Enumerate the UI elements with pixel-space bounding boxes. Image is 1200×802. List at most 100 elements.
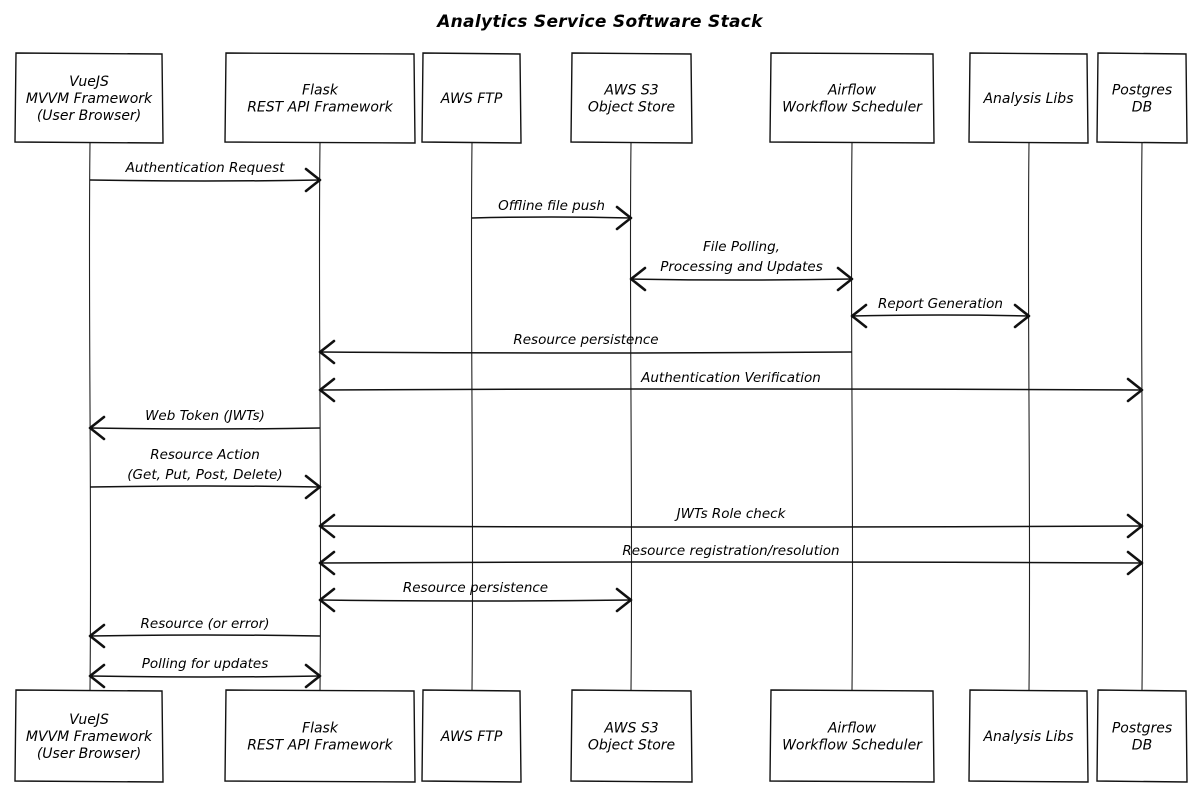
participant-label: VueJS [69, 712, 109, 728]
message-12: Polling for updates [88, 656, 322, 689]
message-6: Web Token (JWTs) [88, 408, 321, 441]
participant-box [14, 689, 164, 783]
participant-box [1096, 52, 1188, 144]
participant-label: AWS FTP [440, 729, 503, 745]
participant-box [968, 689, 1089, 783]
lifeline-ftp [470, 142, 474, 691]
message-line [319, 351, 853, 354]
message-label: Authentication Request [125, 160, 286, 176]
lifeline-pg [1140, 142, 1144, 691]
participant-box [224, 689, 416, 783]
message-label: Authentication Verification [640, 370, 821, 386]
arrow-head [304, 474, 322, 500]
arrow-head [304, 167, 322, 193]
message-label: Web Token (JWTs) [145, 408, 265, 424]
message-line [319, 561, 1143, 564]
participant-box [14, 52, 164, 144]
participant-label: (User Browser) [37, 746, 141, 762]
participant-libs-top: Analysis Libs [968, 52, 1089, 144]
participant-box [769, 689, 935, 783]
arrow-tail-head [318, 550, 336, 576]
arrow-tail-head [318, 587, 336, 613]
message-label: Report Generation [878, 296, 1003, 312]
message-line [89, 634, 321, 637]
participant-label: VueJS [69, 74, 109, 90]
arrow-head [304, 663, 322, 689]
message-11: Resource (or error) [88, 616, 321, 649]
participant-label: Object Store [588, 738, 675, 754]
message-line [89, 675, 321, 678]
message-line [89, 485, 321, 488]
arrow-head [615, 205, 633, 231]
arrow-tail-head [88, 663, 106, 689]
message-label: Polling for updates [142, 656, 269, 672]
participant-label: Analysis Libs [982, 91, 1073, 107]
message-label: (Get, Put, Post, Delete) [127, 467, 282, 483]
participant-libs-bottom: Analysis Libs [968, 689, 1089, 783]
arrow-tail-head [318, 513, 336, 539]
participant-label: Workflow Scheduler [782, 100, 923, 116]
participant-label: Airflow [827, 721, 877, 737]
participant-label: MVVM Framework [26, 729, 153, 745]
arrow-head [1126, 377, 1144, 403]
participant-ftp-top: AWS FTP [421, 52, 522, 144]
message-10: Resource persistence [318, 580, 633, 613]
arrow-head [1126, 513, 1144, 539]
arrow-head [318, 339, 336, 365]
message-line [851, 314, 1030, 317]
message-label: Resource registration/resolution [622, 543, 839, 559]
lifeline-flask [318, 142, 322, 691]
arrow-head [836, 266, 854, 292]
participant-label: DB [1132, 738, 1152, 754]
message-line [319, 599, 632, 602]
message-5: Authentication Verification [318, 370, 1144, 403]
message-label: Processing and Updates [660, 259, 823, 275]
lifeline-airflow [850, 142, 854, 691]
participant-label: AWS FTP [440, 91, 503, 107]
arrow-tail-head [629, 266, 647, 292]
participant-label: Postgres [1112, 83, 1172, 99]
participant-ftp-bottom: AWS FTP [421, 689, 522, 783]
message-3: Report Generation [850, 296, 1031, 329]
participant-box [769, 52, 935, 144]
message-1: Offline file push [471, 198, 633, 231]
participant-label: Flask [302, 83, 339, 99]
message-label: Resource persistence [403, 580, 548, 596]
participant-label: AWS S3 [603, 721, 658, 737]
message-line [89, 427, 321, 430]
participant-label: DB [1132, 100, 1152, 116]
message-7: Resource Action (Get, Put, Post, Delete) [89, 447, 322, 500]
arrow-tail-head [318, 377, 336, 403]
arrow-head [88, 415, 106, 441]
message-label: Offline file push [498, 198, 605, 214]
participant-box [421, 52, 522, 144]
arrow-head [1126, 550, 1144, 576]
message-label: Resource Action [150, 447, 260, 463]
participant-box [224, 52, 416, 144]
arrow-head [88, 623, 106, 649]
message-label: File Polling, [703, 239, 780, 255]
participant-box [570, 689, 693, 783]
message-2: File Polling, Processing and Updates [629, 239, 854, 292]
arrow-head [1013, 303, 1031, 329]
participant-label: REST API Framework [247, 100, 393, 116]
message-label: Resource (or error) [141, 616, 270, 632]
message-line [319, 388, 1143, 391]
message-label: Resource persistence [513, 332, 658, 348]
diagram-title: Analytics Service Software Stack [435, 12, 764, 32]
message-line [471, 216, 632, 219]
message-label: JWTs Role check [674, 506, 787, 522]
lifeline-vue [88, 142, 92, 691]
lifeline-libs [1027, 142, 1031, 691]
